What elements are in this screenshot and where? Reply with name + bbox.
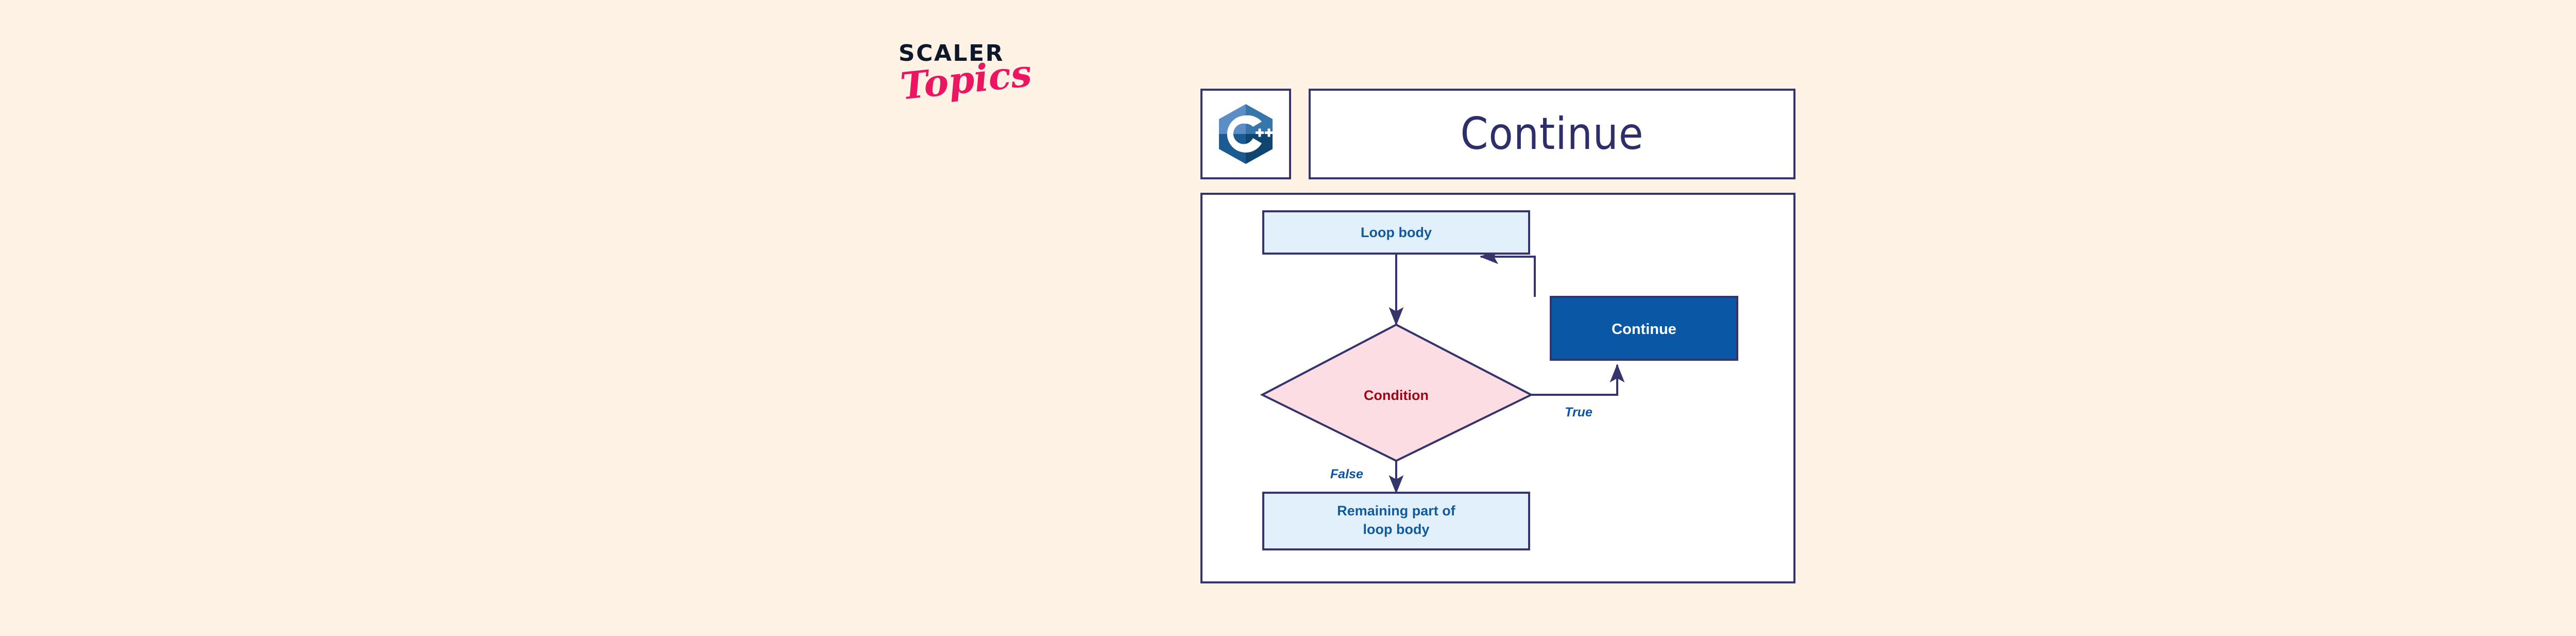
- node-continue[interactable]: Continue: [1550, 296, 1738, 361]
- brand-wordmark: SCALER: [899, 40, 1005, 66]
- cpp-logo-box: [1200, 89, 1291, 179]
- node-loop-body-label: Loop body: [1361, 225, 1432, 240]
- node-continue-label: Continue: [1612, 321, 1676, 338]
- edge-label-false: False: [1330, 467, 1363, 481]
- page-title-box: Continue: [1309, 89, 1795, 179]
- node-remaining-body-label-line1: Remaining part of: [1337, 503, 1456, 518]
- cpp-logo-icon: [1213, 101, 1279, 167]
- node-remaining-body[interactable]: Remaining part of loop body: [1262, 492, 1530, 550]
- flowchart-svg: Loop body Continue Condition Remaining p…: [1260, 210, 1738, 550]
- node-loop-body[interactable]: Loop body: [1262, 210, 1530, 255]
- node-condition-label: Condition: [1364, 388, 1429, 403]
- flowchart-frame: Loop body Continue Condition Remaining p…: [1200, 193, 1795, 583]
- node-condition[interactable]: Condition: [1260, 323, 1534, 462]
- scaler-topics-logo: SCALER Topics: [898, 40, 1034, 135]
- page-title: Continue: [1460, 108, 1644, 160]
- brand-script-topics: Topics: [898, 51, 1034, 108]
- edge-label-true: True: [1565, 405, 1592, 420]
- edge-condition-true: [1531, 364, 1625, 396]
- node-remaining-body-label-line2: loop body: [1363, 522, 1430, 537]
- edge-continue-loopback: [1480, 249, 1536, 297]
